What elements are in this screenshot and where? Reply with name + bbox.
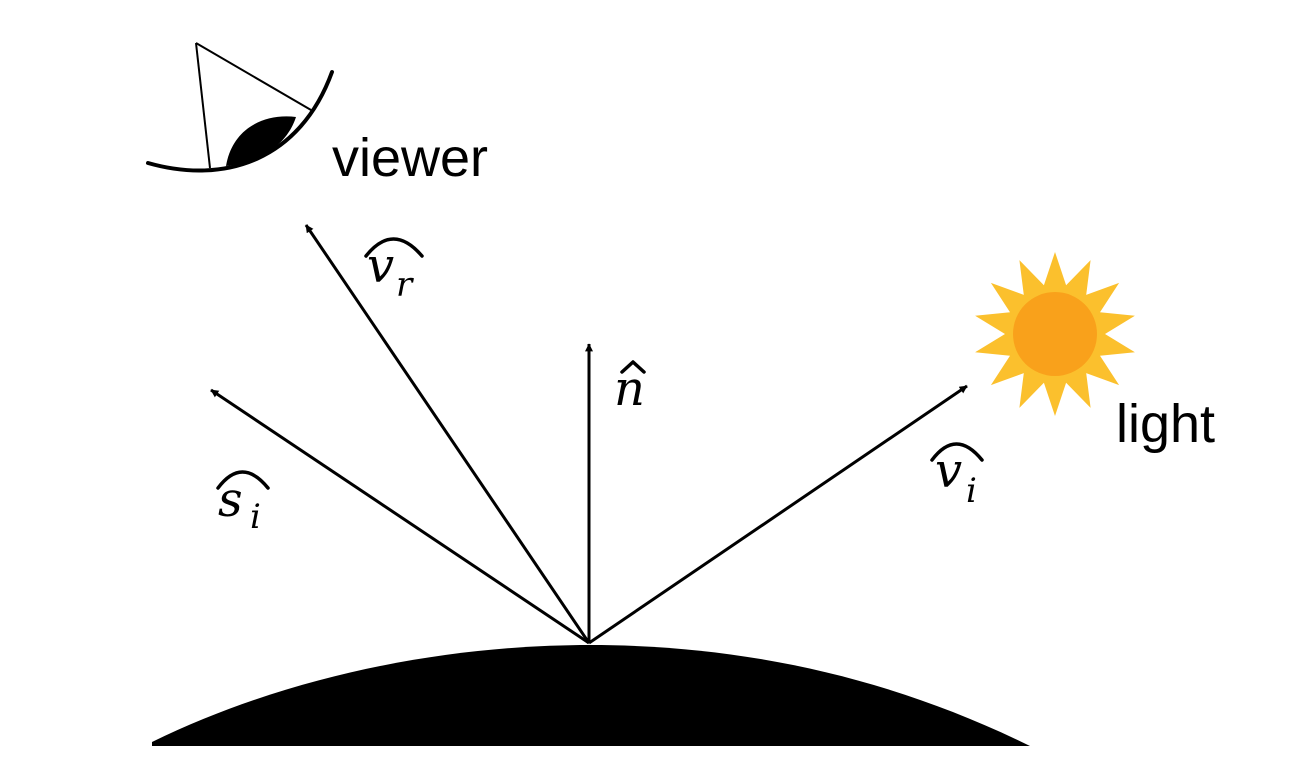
reflected-view-arrow	[304, 224, 591, 644]
normal-label: n	[614, 360, 646, 417]
incident-light-label: v i	[930, 442, 984, 511]
vector-arrows	[210, 224, 968, 645]
specular-label-hat	[216, 470, 270, 490]
specular-label: s i	[216, 470, 270, 537]
reflected-view-label-sub: r	[396, 265, 414, 305]
specular-arrow	[210, 388, 590, 645]
sun-core	[1013, 292, 1097, 376]
normal-label-hat	[620, 360, 646, 374]
specular-label-sub: i	[250, 497, 261, 537]
light-label: light	[1116, 394, 1215, 454]
specular-label-base: s	[218, 472, 243, 528]
eye-icon	[146, 42, 334, 173]
reflected-view-label: v r	[364, 237, 424, 305]
incident-light-arrow	[588, 384, 968, 645]
incident-light-label-hat	[930, 442, 984, 462]
reflected-view-label-hat	[364, 237, 424, 258]
surface-shape	[152, 645, 1030, 746]
reflected-view-label-base: v	[367, 238, 394, 294]
sun-icon	[975, 252, 1135, 416]
incident-light-label-sub: i	[966, 471, 977, 511]
viewer-label: viewer	[332, 128, 488, 188]
